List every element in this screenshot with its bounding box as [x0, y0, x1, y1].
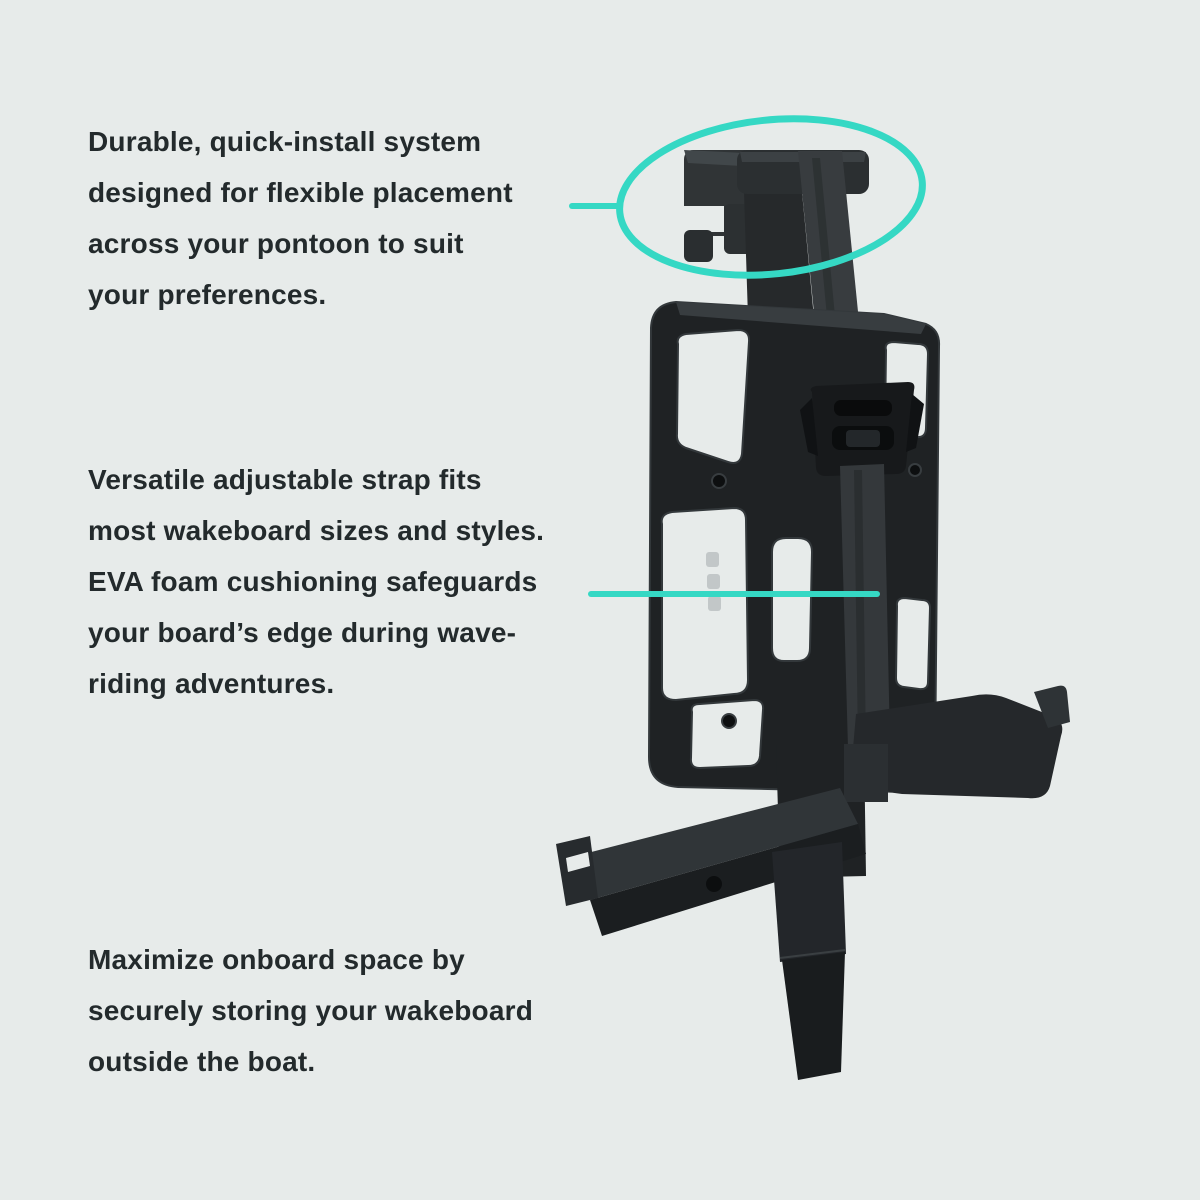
tray-hole: [706, 876, 722, 892]
tray-left-top: [568, 788, 858, 900]
screw-hole: [908, 463, 922, 477]
strap-lower: [840, 464, 890, 748]
buckle-tab: [846, 430, 880, 447]
plate-top-highlight: [676, 302, 926, 334]
hook-notch: [684, 206, 724, 232]
buckle-prong-right: [906, 394, 924, 452]
callout-graphics: [569, 115, 926, 597]
tray-right-tip: [1034, 685, 1070, 728]
anchor-bracket: [744, 192, 814, 318]
strap-end: [844, 744, 888, 802]
center-fin: [772, 842, 846, 1080]
fin-lower: [782, 952, 845, 1080]
annotation-strap: Versatile adjustable strap fits most wak…: [88, 464, 545, 699]
fin-seam: [779, 949, 846, 959]
annotation-storage: Maximize onboard space by securely stori…: [88, 944, 534, 1077]
teal-highlight-ellipse-icon: [616, 115, 926, 279]
fin-upper: [772, 842, 846, 962]
buckle-slot-top: [834, 400, 892, 416]
tray-right-wing: [852, 694, 1063, 799]
buckle-prong-left: [800, 398, 818, 456]
tray-left-slot: [566, 852, 590, 872]
strap-lower-stitch: [854, 470, 866, 746]
strap-buckle: [800, 382, 924, 476]
screw-hole: [711, 473, 727, 489]
tray-left-lip: [556, 836, 598, 906]
brand-mark: [706, 552, 721, 611]
screw-hole: [721, 713, 737, 729]
annotation-quick-install: Durable, quick-install system designed f…: [88, 126, 513, 310]
hook-lip: [684, 230, 713, 262]
